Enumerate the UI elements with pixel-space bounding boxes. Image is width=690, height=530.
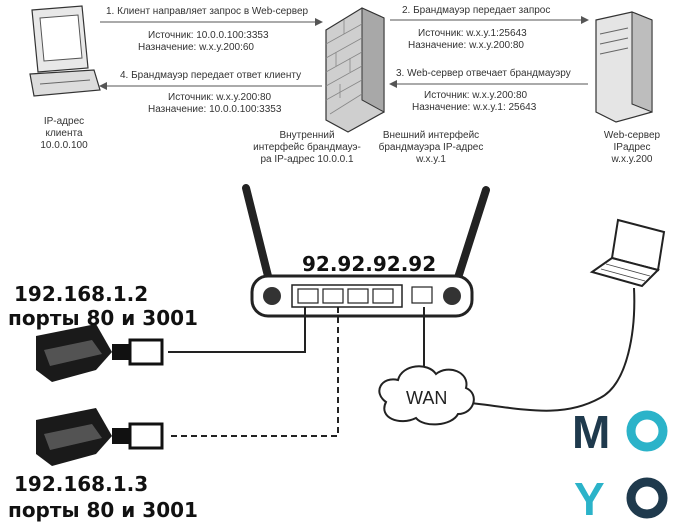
logo-letter-o <box>626 410 668 452</box>
camera1-ip-label: 192.168.1.2 <box>14 282 149 306</box>
step1-label: 1. Клиент направляет запрос в Web-сервер <box>106 6 309 17</box>
logo-letter-y: Y <box>574 473 605 525</box>
client-address-label: IP-адрес клиента 10.0.0.100 <box>24 116 104 152</box>
step3-label: 3. Web-сервер отвечает брандмауэру <box>396 68 571 79</box>
step1-source: Источник: 10.0.0.100:3353 <box>148 30 269 41</box>
inner-label-line1: Внутренний <box>279 130 335 141</box>
logo-letter-m: M <box>572 406 610 458</box>
outer-interface-label: Внешний интерфейс брандмауэра IP-адрес w… <box>370 130 492 166</box>
client-label-line3: 10.0.0.100 <box>40 140 88 151</box>
camera-icon <box>36 408 164 466</box>
outer-label-line1: Внешний интерфейс <box>382 130 480 141</box>
camera-icon <box>36 324 164 382</box>
logo-letter-o2 <box>626 477 668 519</box>
step4-source: Источник: w.x.y.200:80 <box>168 92 272 103</box>
client-label-line1: IP-адрес <box>43 116 85 127</box>
camera1-ports-label: порты 80 и 3001 <box>8 306 198 330</box>
server-tower-icon <box>595 11 653 123</box>
step3-destination: Назначение: w.x.y.1: 25643 <box>412 102 537 113</box>
step2-source: Источник: w.x.y.1:25643 <box>418 28 527 39</box>
camera2-ip-label: 192.168.1.3 <box>14 472 149 496</box>
server-label-line1: Web-сервер <box>603 130 661 141</box>
inner-label-line2: интерфейс брандмауэ- <box>253 142 361 153</box>
wan-label: WAN <box>406 388 448 408</box>
moyo-logo: M Y <box>572 406 668 525</box>
router-ip-label: 92.92.92.92 <box>302 252 437 276</box>
step1-destination: Назначение: w.x.y.200:60 <box>138 42 254 53</box>
router-icon <box>242 184 490 318</box>
firewall-wall-icon <box>325 7 385 133</box>
step4-label: 4. Брандмауэр передает ответ клиенту <box>120 70 302 81</box>
wan-cloud-icon <box>378 365 475 426</box>
outer-label-line3: w.x.y.1 <box>416 154 446 165</box>
step2-label: 2. Брандмауэр передает запрос <box>402 5 551 16</box>
client-computer-icon <box>29 5 101 97</box>
laptop-icon <box>589 218 666 288</box>
server-address-label: Web-сервер IPадрес w.x.y.200 <box>590 130 674 166</box>
outer-label-line2: брандмауэра IP-адрес <box>378 142 484 153</box>
server-label-line2: IPадрес <box>613 142 651 153</box>
inner-interface-label: Внутренний интерфейс брандмауэ- ра IP-ад… <box>244 130 370 166</box>
step2-destination: Назначение: w.x.y.200:80 <box>408 40 524 51</box>
inner-label-line3: ра IP-адрес 10.0.0.1 <box>260 154 354 165</box>
step3-source: Источник: w.x.y.200:80 <box>424 90 528 101</box>
client-label-line2: клиента <box>45 128 83 139</box>
step4-destination: Назначение: 10.0.0.100:3353 <box>148 104 282 115</box>
camera2-ports-label: порты 80 и 3001 <box>8 498 198 522</box>
server-label-line3: w.x.y.200 <box>611 154 653 165</box>
